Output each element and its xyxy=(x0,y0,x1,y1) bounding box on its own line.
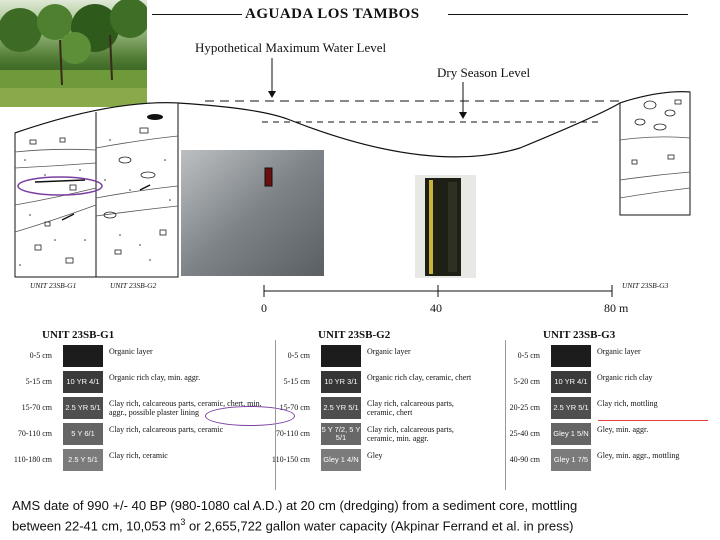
table-title-3: UNIT 23SB-G3 xyxy=(543,329,616,341)
depth-label: 20-25 cm xyxy=(509,403,540,412)
layer-description: Organic rich clay, ceramic, chert xyxy=(367,373,472,382)
dry-level-arrow xyxy=(459,112,467,119)
munsell-color-box: 5 Y 7/2, 5 Y 5/1 xyxy=(321,423,361,446)
caption-line-2: between 22-41 cm, 10,053 m3 or 2,655,722… xyxy=(12,514,717,534)
layer-description: Clay rich, calcareous parts, ceramic, ch… xyxy=(367,399,454,417)
depth-label: 5-15 cm xyxy=(283,377,310,386)
layer-description: Gley xyxy=(367,451,383,460)
unit-label-g1: UNIT 23SB-G1 xyxy=(30,281,77,290)
forest-photo xyxy=(0,0,147,107)
layer-description: Clay rich, calcareous parts, ceramic, ch… xyxy=(109,399,262,417)
red-underline xyxy=(598,420,708,421)
layer-description: Gley, min. aggr. xyxy=(597,425,649,434)
dry-season-level-label: Dry Season Level xyxy=(437,65,531,80)
munsell-color-box: 2.5 YR 5/1 xyxy=(63,397,103,420)
depth-label: 0-5 cm xyxy=(29,351,52,360)
layer-description: Gley, min. aggr., mottling xyxy=(597,451,680,460)
caption: AMS date of 990 +/- 40 BP (980-1080 cal … xyxy=(12,497,717,534)
munsell-color-box xyxy=(321,345,361,368)
caption-line-1: AMS date of 990 +/- 40 BP (980-1080 cal … xyxy=(12,498,578,513)
cross-section-diagram xyxy=(14,58,691,297)
table-divider-2 xyxy=(505,340,506,490)
highlight-circle-plaster xyxy=(205,406,295,426)
depth-label: 70-110 cm xyxy=(275,429,310,438)
scale-tick-40: 40 xyxy=(430,301,442,315)
depth-label: 0-5 cm xyxy=(287,351,310,360)
highlight-circle-g1 xyxy=(17,176,103,196)
munsell-color-box: 10 YR 4/1 xyxy=(63,371,103,394)
caption-line-2-a: between 22-41 cm, 10,053 m xyxy=(12,518,181,534)
munsell-color-box: 5 Y 6/1 xyxy=(63,423,103,446)
layer-description: Organic layer xyxy=(109,347,153,356)
munsell-color-box: Gley 1 4/N xyxy=(321,449,361,472)
profile-g3 xyxy=(619,91,691,216)
max-water-level-label: Hypothetical Maximum Water Level xyxy=(195,40,387,55)
max-level-arrow xyxy=(268,91,276,98)
caption-superscript: 3 xyxy=(180,517,186,527)
depth-label: 15-70 cm xyxy=(21,403,52,412)
layer-description: Clay rich, calcareous parts, ceramic, mi… xyxy=(367,425,454,443)
depth-label: 40-90 cm xyxy=(509,455,540,464)
depth-label: 5-20 cm xyxy=(513,377,540,386)
munsell-color-box: 10 YR 4/1 xyxy=(551,371,591,394)
depth-label: 5-15 cm xyxy=(25,377,52,386)
layer-description: Organic layer xyxy=(367,347,411,356)
soil-tables: UNIT 23SB-G1 0-5 cm Organic layer 5-15 cm 10… xyxy=(0,325,720,490)
munsell-color-box: 2.5 Y 5/1 xyxy=(63,449,103,472)
scale-tick-0: 0 xyxy=(261,301,267,315)
layer-description: Clay rich, ceramic xyxy=(109,451,168,460)
scale-tick-80: 80 m xyxy=(604,301,629,315)
layer-description: Clay rich, calcareous parts, ceramic xyxy=(109,425,224,434)
munsell-color-box: Gley 1 5/N xyxy=(551,423,591,446)
table-title-2: UNIT 23SB-G2 xyxy=(318,329,391,341)
layer-description: Organic rich clay xyxy=(597,373,653,382)
depth-label: 110-150 cm xyxy=(271,455,310,464)
munsell-color-box: 10 YR 3/1 xyxy=(321,371,361,394)
unit-label-g2: UNIT 23SB-G2 xyxy=(110,281,157,290)
table-divider-1 xyxy=(275,340,276,490)
depth-label: 110-180 cm xyxy=(13,455,52,464)
unit-label-g3: UNIT 23SB-G3 xyxy=(622,281,669,290)
munsell-color-box: Gley 1 7/5 xyxy=(551,449,591,472)
title-rule-right xyxy=(448,14,688,15)
depth-label: 25-40 cm xyxy=(509,429,540,438)
caption-line-2-b: or 2,655,722 gallon water capacity (Akpi… xyxy=(185,518,574,534)
munsell-color-box xyxy=(551,345,591,368)
layer-description: Organic rich clay, min. aggr. xyxy=(109,373,201,382)
munsell-color-box xyxy=(63,345,103,368)
table-title-1: UNIT 23SB-G1 xyxy=(42,329,115,341)
munsell-color-box: 2.5 YR 5/1 xyxy=(551,397,591,420)
page-title: AGUADA LOS TAMBOS xyxy=(245,6,420,22)
layer-description: Organic layer xyxy=(597,347,641,356)
layer-description: Clay rich, mottling xyxy=(597,399,658,408)
depth-label: 70-110 cm xyxy=(17,429,52,438)
munsell-color-box: 2.5 YR 5/1 xyxy=(321,397,361,420)
depth-label: 15-70 cm xyxy=(279,403,310,412)
depth-label: 0-5 cm xyxy=(517,351,540,360)
title-rule-left xyxy=(152,14,242,15)
